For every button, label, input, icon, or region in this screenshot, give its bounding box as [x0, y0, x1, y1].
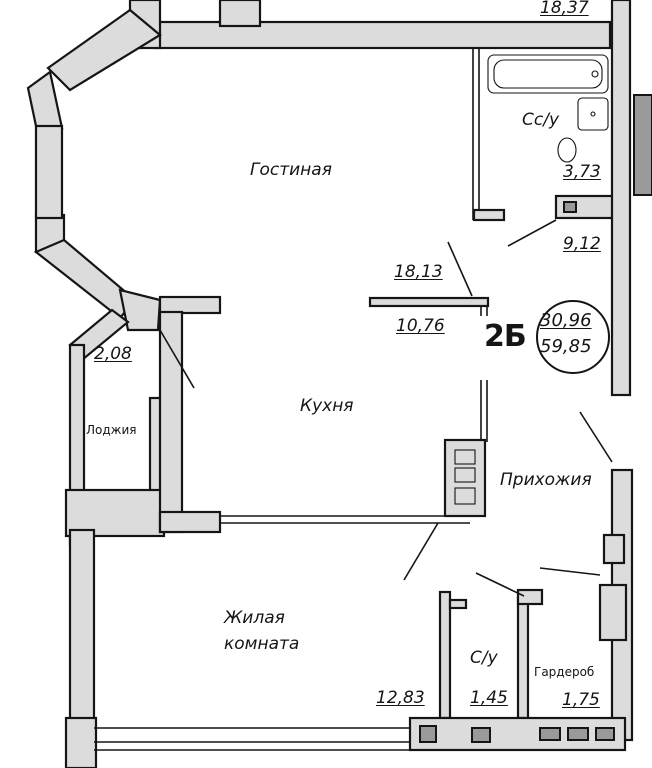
ventilation-shaft: [443, 438, 487, 518]
toilet: [557, 137, 577, 163]
kitchen-bedroom-wall: [158, 510, 470, 534]
wardrobe-area: 1,75: [562, 690, 600, 710]
bathtub: [487, 54, 609, 94]
loggia-name: Лоджия: [86, 423, 137, 437]
door-swings: [159, 219, 613, 597]
apartment-total-area: 59,85: [540, 336, 592, 357]
bottom-wall-strip: [94, 716, 627, 752]
kitchen-left-wall: [158, 310, 184, 534]
living-kitchen-partition: [368, 296, 490, 442]
hallway-name: Прихожия: [500, 470, 592, 490]
bedroom-area: 12,83: [376, 688, 425, 708]
apartment-type: 2Б: [484, 319, 527, 354]
wardrobe-name: Гардероб: [534, 665, 595, 679]
bedroom-name-line1: Жилая: [224, 608, 285, 628]
living-room-area: 18,13: [394, 262, 443, 282]
bathroom-top-walls: [472, 48, 628, 222]
bay-window-wall: [26, 8, 162, 332]
loggia-area: 2,08: [94, 344, 132, 364]
bedroom-walls: [64, 528, 612, 768]
neighbor-area-value: 18,37: [540, 0, 589, 18]
hallway-right-walls: [598, 533, 628, 642]
partition-stub: [158, 295, 222, 315]
living-room-name: Гостиная: [250, 160, 332, 180]
bathroom-bottom-area: 1,45: [470, 688, 508, 708]
kitchen-area: 10,76: [396, 316, 445, 336]
area-oval: [536, 300, 610, 374]
bathroom-bottom-name: С/у: [470, 648, 498, 668]
bathroom-top-area: 3,73: [563, 162, 601, 182]
living-total-area: 30,96: [540, 310, 592, 331]
washbasin: [577, 97, 609, 131]
hallway-area: 9,12: [563, 234, 601, 254]
exterior-wall-top: [128, 0, 612, 50]
bedroom-name-line2: комната: [224, 634, 300, 654]
kitchen-name: Кухня: [300, 396, 354, 416]
neighbor-area: 18,37: [540, 0, 589, 17]
bathroom-top-name: Сс/у: [522, 110, 560, 130]
